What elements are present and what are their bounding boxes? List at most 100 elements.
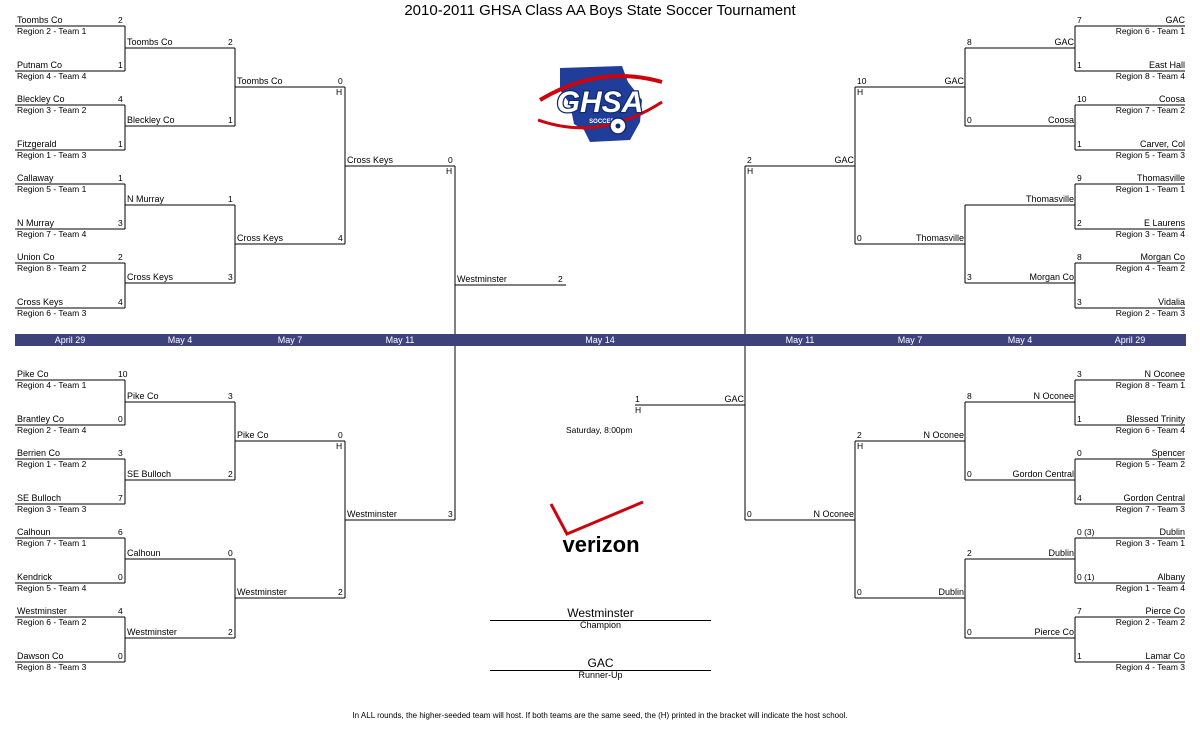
left-r3-team: Westminster — [237, 587, 287, 597]
left-r3-score: 4 — [338, 233, 343, 243]
right-r2-score: 8 — [967, 391, 972, 401]
champion-line — [490, 620, 711, 621]
date-left-r2: May 4 — [167, 335, 193, 345]
right-r1-region: Region 1 - Team 4 — [1115, 583, 1185, 593]
right-r1-region: Region 5 - Team 2 — [1115, 459, 1185, 469]
left-r1-region: Region 3 - Team 3 — [17, 504, 87, 514]
runner-up-caption: Runner-Up — [578, 670, 623, 680]
left-r2-score: 2 — [228, 627, 233, 637]
right-r3-team: N Oconee — [923, 430, 964, 440]
left-r1-score: 0 — [118, 572, 123, 582]
ghsa-logo-text: GHSA — [557, 86, 644, 119]
left-r1-team: Brantley Co — [17, 414, 65, 424]
left-r1-team: Putnam Co — [17, 60, 63, 70]
right-r1-team: E Laurens — [1143, 218, 1185, 228]
left-r3-score: 2 — [338, 587, 343, 597]
left-r1-region: Region 2 - Team 1 — [17, 26, 87, 36]
left-r3-score: 0 — [338, 76, 343, 86]
left-r2-team: Pike Co — [127, 391, 159, 401]
left-r3-host: H — [336, 87, 343, 97]
right-r3-score: 0 — [857, 233, 862, 243]
right-r1-team: Thomasville — [1136, 173, 1185, 183]
right-r2-score: 8 — [967, 37, 972, 47]
right-r4-team: N Oconee — [813, 509, 854, 519]
left-r1-team: Kendrick — [17, 572, 53, 582]
left-r1-team: SE Bulloch — [17, 493, 62, 503]
right-r1-team: Albany — [1157, 572, 1185, 582]
left-r1-team: Calhoun — [17, 527, 51, 537]
right-r1-region: Region 6 - Team 1 — [1115, 26, 1185, 36]
right-r1-team: Pierce Co — [1145, 606, 1185, 616]
date-right-r2: May 4 — [1007, 335, 1033, 345]
final-game-time: Saturday, 8:00pm — [566, 425, 633, 435]
right-r2-score: 2 — [967, 548, 972, 558]
right-r1-score: 10 — [1077, 94, 1087, 104]
left-r4-host: H — [446, 166, 453, 176]
right-r2-team: Coosa — [1047, 115, 1074, 125]
left-r1-team: Berrien Co — [17, 448, 61, 458]
left-r1-score: 1 — [118, 139, 123, 149]
left-r1-region: Region 6 - Team 3 — [17, 308, 87, 318]
right-r1-score: 0 (1) — [1077, 572, 1095, 582]
left-r1-region: Region 1 - Team 2 — [17, 459, 87, 469]
final-left-team: Westminster — [457, 274, 507, 284]
right-r2-team: N Oconee — [1033, 391, 1074, 401]
left-r1-score: 3 — [118, 448, 123, 458]
right-r1-region: Region 7 - Team 2 — [1115, 105, 1185, 115]
right-r2-team: Thomasville — [1025, 194, 1074, 204]
right-r1-score: 2 — [1077, 218, 1082, 228]
left-r3-score: 0 — [338, 430, 343, 440]
right-r1-score: 4 — [1077, 493, 1082, 503]
right-r1-team: Carver, Col — [1139, 139, 1185, 149]
left-r1-region: Region 3 - Team 2 — [17, 105, 87, 115]
right-r1-team: N Oconee — [1144, 369, 1185, 379]
right-r4-team: GAC — [834, 155, 854, 165]
left-r1-region: Region 5 - Team 4 — [17, 583, 87, 593]
right-r1-score: 0 (3) — [1077, 527, 1095, 537]
left-r1-team: Fitzgerald — [17, 139, 57, 149]
right-r1-score: 1 — [1077, 60, 1082, 70]
right-r1-team: East Hall — [1148, 60, 1185, 70]
right-r3-score: 2 — [857, 430, 862, 440]
date-final: May 14 — [585, 335, 615, 345]
right-r3-score: 0 — [857, 587, 862, 597]
right-r3-team: Thomasville — [915, 233, 964, 243]
left-r1-score: 0 — [118, 651, 123, 661]
date-right-r1: April 29 — [1114, 335, 1146, 345]
right-r1-region: Region 6 - Team 4 — [1115, 425, 1185, 435]
footer-note: In ALL rounds, the higher-seeded team wi… — [352, 711, 848, 720]
final-right-host: H — [635, 405, 642, 415]
left-r4-score: 0 — [448, 155, 453, 165]
right-r1-score: 8 — [1077, 252, 1082, 262]
page-title: 2010-2011 GHSA Class AA Boys State Socce… — [404, 2, 796, 19]
right-r1-team: Vidalia — [1158, 297, 1185, 307]
right-r1-team: Dublin — [1159, 527, 1185, 537]
right-r3-host: H — [857, 87, 864, 97]
left-r2-team: Calhoun — [127, 548, 161, 558]
left-r1-region: Region 1 - Team 3 — [17, 150, 87, 160]
left-r1-team: Toombs Co — [17, 15, 63, 25]
left-r1-score: 1 — [118, 60, 123, 70]
left-r2-score: 2 — [228, 37, 233, 47]
right-r2-team: GAC — [1054, 37, 1074, 47]
right-r1-team: Coosa — [1158, 94, 1185, 104]
date-right-r3: May 7 — [897, 335, 923, 345]
left-r3-team: Toombs Co — [237, 76, 283, 86]
final-right-team: GAC — [724, 394, 744, 404]
left-r3-team: Pike Co — [237, 430, 269, 440]
left-r1-score: 0 — [118, 414, 123, 424]
left-r1-score: 4 — [118, 94, 123, 104]
right-r2-team: Gordon Central — [1012, 469, 1074, 479]
right-r1-region: Region 8 - Team 4 — [1115, 71, 1185, 81]
right-r1-score: 1 — [1077, 414, 1082, 424]
left-r1-region: Region 8 - Team 2 — [17, 263, 87, 273]
left-r1-region: Region 5 - Team 1 — [17, 184, 87, 194]
right-r1-region: Region 3 - Team 1 — [1115, 538, 1185, 548]
right-r2-team: Pierce Co — [1034, 627, 1074, 637]
ghsa-logo-sub: SOCCER — [589, 119, 615, 125]
date-right-r4: May 11 — [785, 335, 815, 345]
final-right-score: 1 — [635, 394, 640, 404]
date-left-r3: May 7 — [277, 335, 303, 345]
left-r3-host: H — [336, 441, 343, 451]
